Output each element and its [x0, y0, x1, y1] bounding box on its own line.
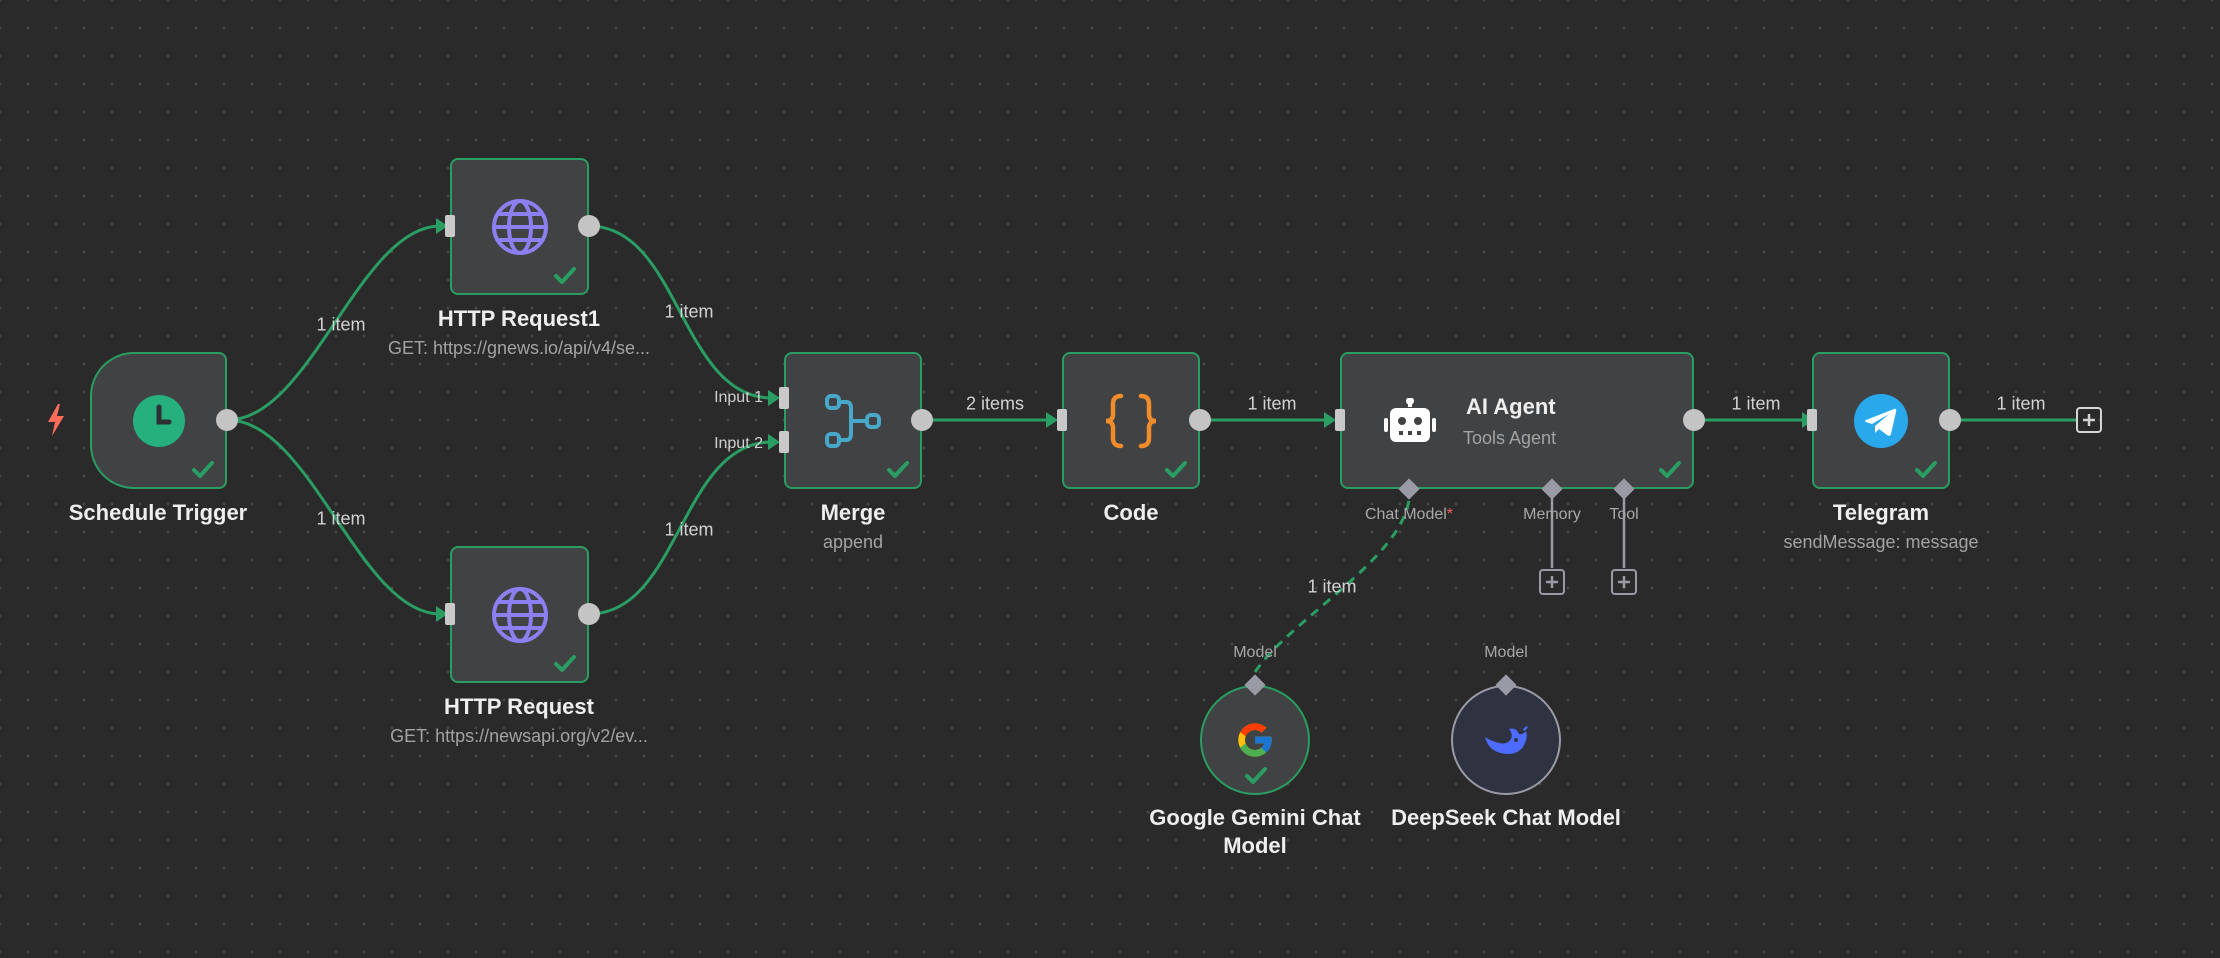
memory-slot-label: Memory	[1523, 506, 1581, 523]
model-slot-label: Model	[1484, 644, 1528, 661]
success-check-icon	[553, 265, 577, 285]
input-handle[interactable]	[445, 215, 455, 237]
connection-label: 1 item	[1731, 393, 1781, 414]
node-subtitle-ai-agent: Tools Agent	[1463, 428, 1557, 448]
node-title-schedule-trigger: Schedule Trigger	[68, 500, 248, 525]
node-code[interactable]	[1062, 352, 1200, 489]
output-connector[interactable]	[578, 603, 600, 625]
output-connector[interactable]	[216, 409, 238, 431]
node-deepseek-chat-model[interactable]	[1451, 685, 1561, 795]
google-icon	[1235, 720, 1275, 760]
connection-label: 1 item	[1307, 576, 1357, 597]
plus-icon	[1618, 576, 1630, 588]
add-tool-button[interactable]	[1611, 569, 1637, 595]
globe-icon	[491, 586, 549, 644]
success-check-icon	[553, 653, 577, 673]
connection-label: 1 item	[316, 314, 366, 335]
connection-label: 1 item	[1247, 393, 1297, 414]
node-title-telegram: Telegram	[1832, 500, 1930, 525]
node-title-merge: Merge	[820, 500, 886, 525]
connection-http1-to-merge	[588, 224, 773, 400]
node-subtitle-merge: append	[822, 532, 884, 552]
node-title-google-gemini: Google Gemini Chat Model	[1149, 805, 1361, 858]
merge-input-2-label: Input 2	[714, 435, 763, 452]
trigger-lightning-icon	[46, 404, 66, 441]
model-slot-label: Model	[1233, 644, 1277, 661]
input-handle[interactable]	[1335, 409, 1345, 431]
clock-icon	[132, 394, 186, 448]
robot-icon	[1384, 397, 1436, 451]
input-handle-1[interactable]	[779, 387, 789, 409]
deepseek-whale-icon	[1483, 723, 1529, 757]
merge-input-1-label: Input 1	[714, 389, 763, 406]
plus-icon	[2083, 414, 2095, 426]
success-check-icon	[191, 459, 215, 479]
input-handle[interactable]	[445, 603, 455, 625]
arrow-http1-in	[436, 218, 448, 234]
arrow-http-in	[436, 606, 448, 622]
input-handle-2[interactable]	[779, 431, 789, 453]
node-title-ai-agent: AI Agent	[1466, 394, 1556, 419]
connection-label: 1 item	[664, 301, 714, 322]
connection-trigger-to-http	[227, 418, 441, 616]
add-memory-button[interactable]	[1539, 569, 1565, 595]
node-subtitle-http-request: GET: https://newsapi.org/v2/ev...	[390, 726, 648, 746]
arrow-merge-in-2	[768, 434, 780, 450]
globe-icon	[491, 198, 549, 256]
output-connector[interactable]	[1939, 409, 1961, 431]
connection-trigger-to-http1	[227, 224, 441, 422]
output-connector[interactable]	[911, 409, 933, 431]
node-google-gemini-chat-model[interactable]	[1200, 685, 1310, 795]
add-node-button[interactable]	[2076, 407, 2102, 433]
node-title-http-request: HTTP Request	[444, 694, 594, 719]
input-handle[interactable]	[1057, 409, 1067, 431]
telegram-icon	[1854, 393, 1908, 448]
chat-model-slot-label: Chat Model*	[1364, 506, 1454, 523]
node-ai-agent[interactable]: AI Agent Tools Agent	[1340, 352, 1694, 489]
connection-http-to-merge	[588, 440, 773, 616]
node-title-deepseek: DeepSeek Chat Model	[1391, 805, 1621, 830]
connection-label: 1 item	[316, 508, 366, 529]
success-check-icon	[1244, 765, 1268, 790]
required-asterisk: *	[1446, 506, 1454, 523]
success-check-icon	[1164, 459, 1188, 479]
success-check-icon	[886, 459, 910, 479]
success-check-icon	[1914, 459, 1938, 479]
plus-icon	[1546, 576, 1558, 588]
output-connector[interactable]	[578, 215, 600, 237]
node-subtitle-telegram: sendMessage: message	[1783, 532, 1979, 552]
arrow-agent-in	[1324, 412, 1336, 428]
connection-label: 1 item	[664, 519, 714, 540]
node-title-code: Code	[1103, 500, 1159, 525]
node-telegram[interactable]	[1812, 352, 1950, 489]
node-schedule-trigger[interactable]	[90, 352, 227, 489]
success-check-icon	[1658, 459, 1682, 479]
node-merge[interactable]	[784, 352, 922, 489]
output-connector[interactable]	[1683, 409, 1705, 431]
arrow-code-in	[1046, 412, 1058, 428]
node-http-request[interactable]	[450, 546, 589, 683]
arrow-merge-in-1	[768, 390, 780, 406]
connection-gemini-to-agent	[1253, 499, 1411, 673]
node-subtitle-http-request1: GET: https://gnews.io/api/v4/se...	[387, 338, 651, 358]
merge-icon	[824, 392, 882, 450]
connection-label: 1 item	[1996, 393, 2046, 414]
connection-label: 2 items	[965, 393, 1025, 414]
node-title-http-request1: HTTP Request1	[437, 306, 601, 331]
code-braces-icon	[1103, 392, 1159, 450]
output-connector[interactable]	[1189, 409, 1211, 431]
node-http-request1[interactable]	[450, 158, 589, 295]
input-handle[interactable]	[1807, 409, 1817, 431]
tool-slot-label: Tool	[1609, 506, 1639, 523]
